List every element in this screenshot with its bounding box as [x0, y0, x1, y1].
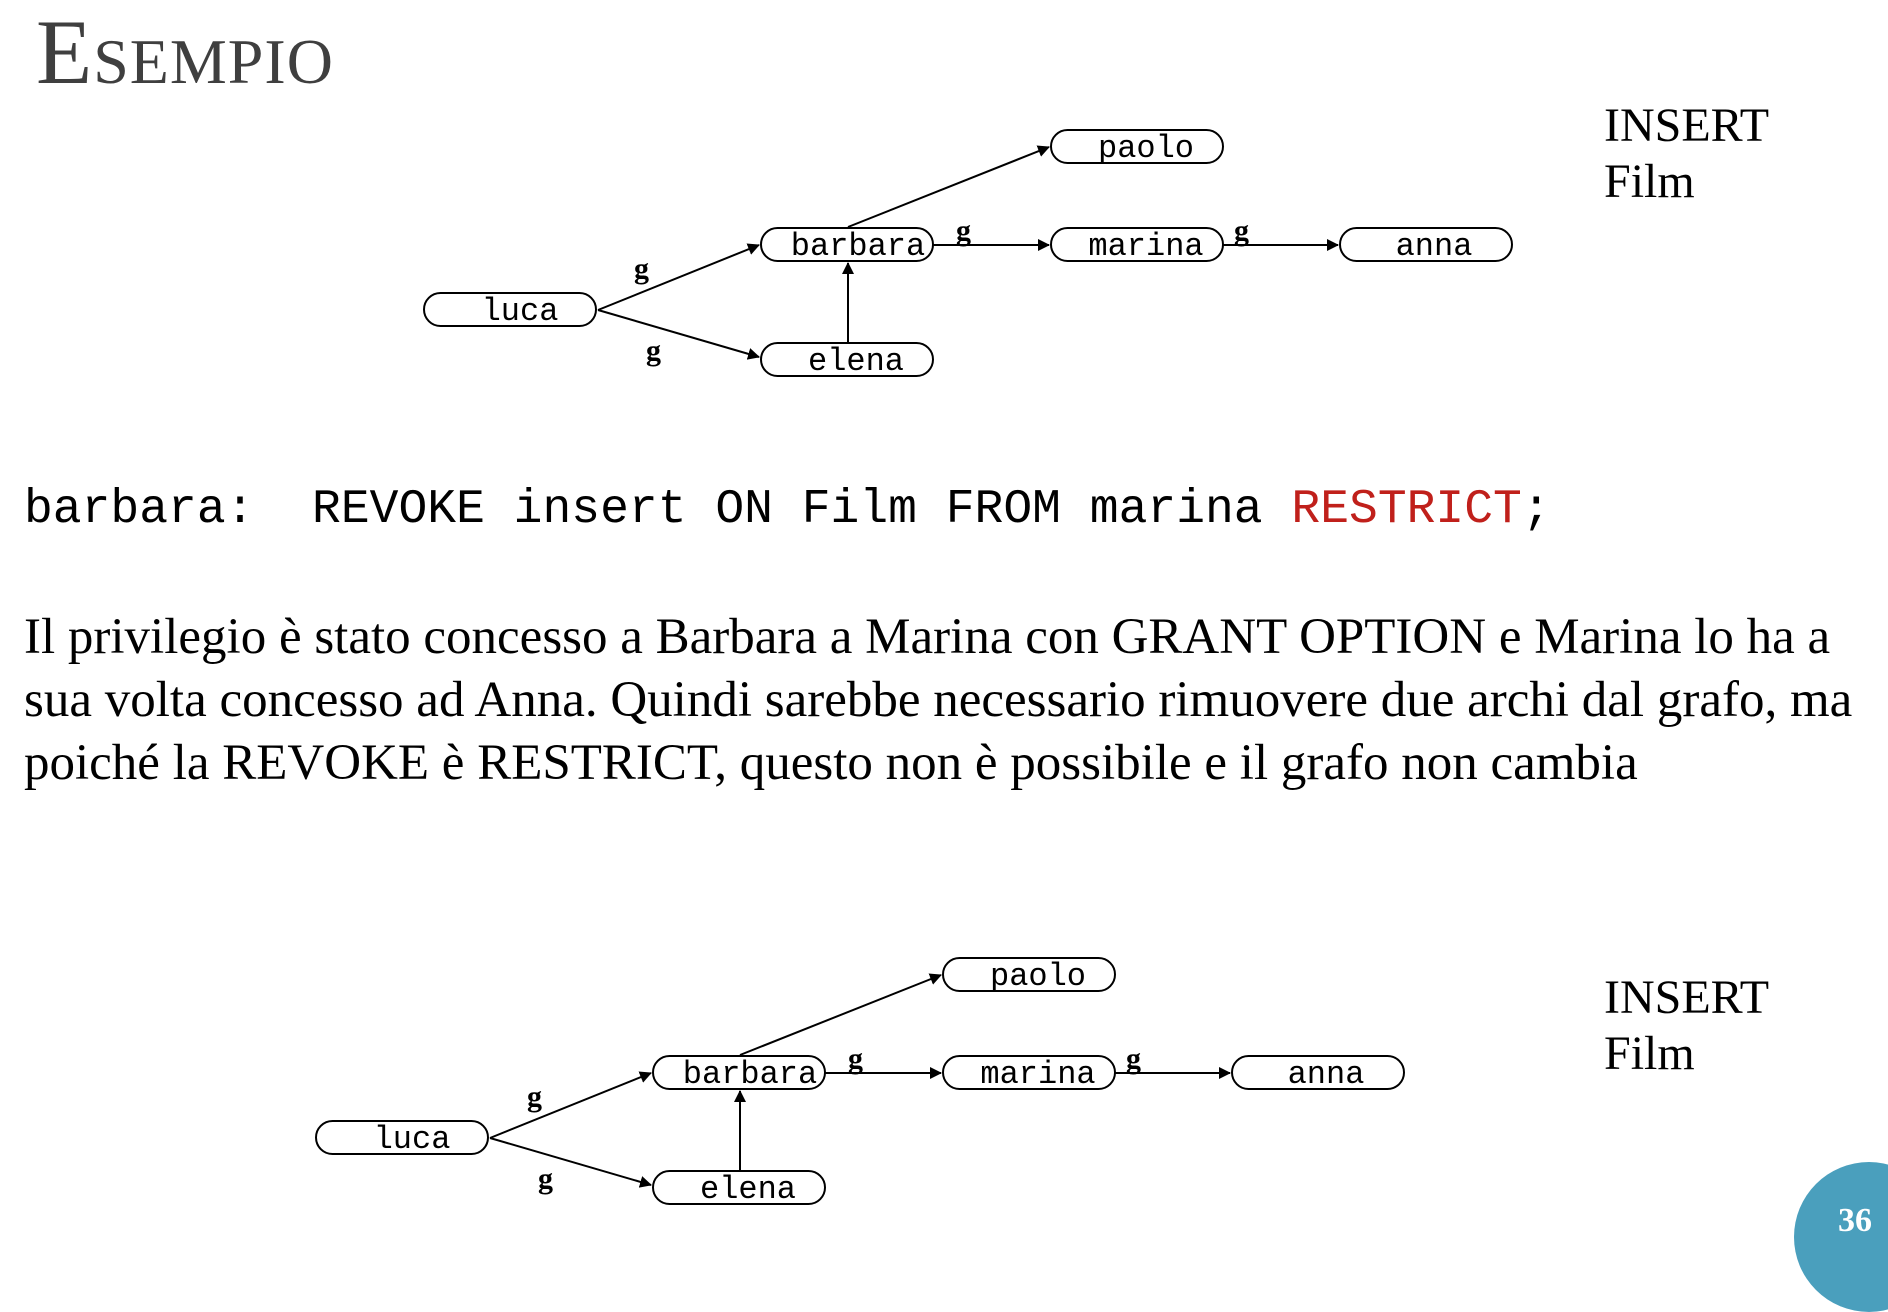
node-label: paolo — [990, 958, 1086, 995]
privilege-type: INSERT — [1604, 99, 1770, 152]
command-terminator: ; — [1521, 483, 1551, 537]
node-label: anna — [1396, 228, 1473, 265]
node-elena: elena — [760, 342, 934, 380]
node-barbara: barbara — [760, 227, 934, 265]
edge-barbara-paolo — [739, 973, 942, 1056]
node-label: barbara — [683, 1056, 817, 1093]
edge-label-luca-elena: g — [646, 334, 661, 367]
node-anna: anna — [1231, 1055, 1405, 1093]
node-label: elena — [808, 343, 904, 380]
privilege-label-bottom: INSERT Film — [1604, 970, 1769, 1082]
edge-luca-barbara — [489, 1071, 652, 1139]
node-label: marina — [1088, 228, 1203, 265]
node-anna: anna — [1339, 227, 1513, 265]
edge-label-marina-anna: g — [1126, 1042, 1141, 1075]
node-barbara: barbara — [652, 1055, 826, 1093]
node-paolo: paolo — [1050, 129, 1224, 167]
revoke-command-text: barbara: REVOKE insert ON Film FROM mari… — [24, 483, 1292, 537]
edge-luca-elena — [597, 309, 760, 360]
privilege-label-top: INSERT Film — [1604, 98, 1769, 210]
slide-title: Esempio — [36, 1, 334, 103]
edge-label-barbara-marina: g — [956, 214, 971, 247]
privilege-type: INSERT — [1604, 971, 1770, 1024]
authorization-graph-top: g g g g luca barbara elena paolo marina … — [423, 129, 1513, 380]
node-luca: luca — [423, 292, 597, 330]
slide-number: 36 — [1838, 1202, 1872, 1239]
edge-label-luca-barbara: g — [634, 252, 649, 285]
node-label: luca — [374, 1121, 451, 1158]
privilege-object: Film — [1604, 155, 1695, 208]
restrict-keyword: RESTRICT — [1291, 483, 1522, 537]
node-label: marina — [980, 1056, 1095, 1093]
edge-luca-barbara — [597, 243, 760, 311]
node-marina: marina — [942, 1055, 1116, 1093]
explanation-text: Il privilegio è stato concesso a Barbara… — [24, 609, 1853, 791]
node-paolo: paolo — [942, 957, 1116, 995]
edge-barbara-paolo — [847, 145, 1050, 228]
node-label: elena — [700, 1171, 796, 1208]
node-label: anna — [1288, 1056, 1365, 1093]
revoke-command: barbara: REVOKE insert ON Film FROM mari… — [24, 482, 1551, 538]
node-elena: elena — [652, 1170, 826, 1208]
edge-luca-elena — [489, 1137, 652, 1188]
node-luca: luca — [315, 1120, 489, 1158]
privilege-object: Film — [1604, 1027, 1695, 1080]
node-label: luca — [482, 293, 559, 330]
edge-label-luca-elena: g — [538, 1162, 553, 1195]
edge-label-luca-barbara: g — [527, 1080, 542, 1113]
node-label: paolo — [1098, 130, 1194, 167]
edge-label-barbara-marina: g — [848, 1042, 863, 1075]
authorization-graph-bottom: g g g g luca barbara elena paolo marina … — [315, 957, 1405, 1208]
node-marina: marina — [1050, 227, 1224, 265]
edge-label-marina-anna: g — [1234, 214, 1249, 247]
node-label: barbara — [791, 228, 925, 265]
